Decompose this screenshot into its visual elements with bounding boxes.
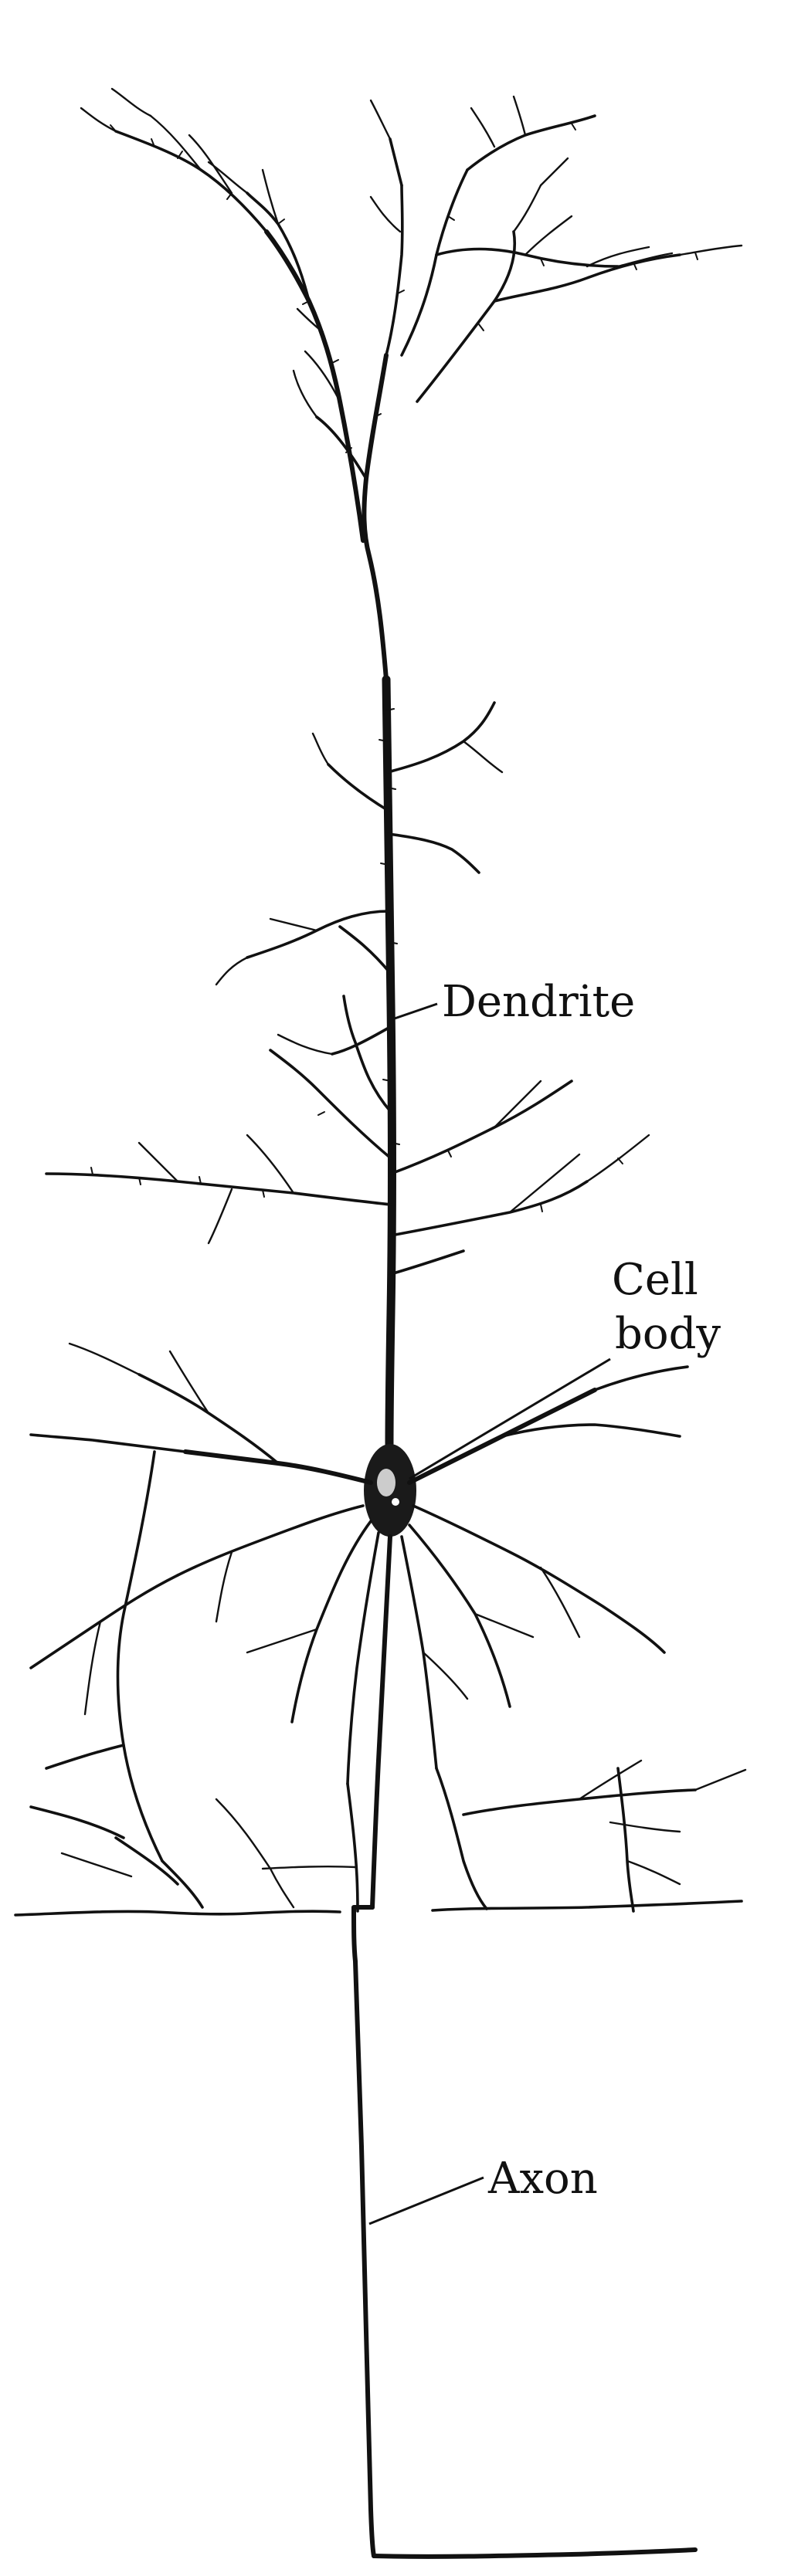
- lower-basal-trees: [14, 1759, 747, 1917]
- oblique-dendrites: [45, 995, 650, 1276]
- leader-lines: [368, 1002, 611, 2225]
- oblique-spines: [90, 1111, 623, 1212]
- cell-body-leader: [409, 1357, 611, 1480]
- dendrite-label: Dendrite: [442, 977, 635, 1027]
- soma-region: [29, 1342, 689, 1863]
- axon-leader: [368, 2176, 484, 2225]
- labels: Dendrite Cell body Axon: [442, 977, 721, 2204]
- tuft-spines: [110, 123, 698, 453]
- cell-body-label-line1: Cell: [612, 1255, 698, 1305]
- apical-tuft: [80, 87, 743, 682]
- cell-body-label-line2: body: [615, 1309, 721, 1359]
- axon-shaft: [351, 1534, 698, 2559]
- apical-trunk: [215, 675, 504, 1449]
- trunk-spines: [379, 708, 400, 1145]
- axon-label: Axon: [487, 2154, 598, 2204]
- dendrite-leader: [392, 1002, 438, 1021]
